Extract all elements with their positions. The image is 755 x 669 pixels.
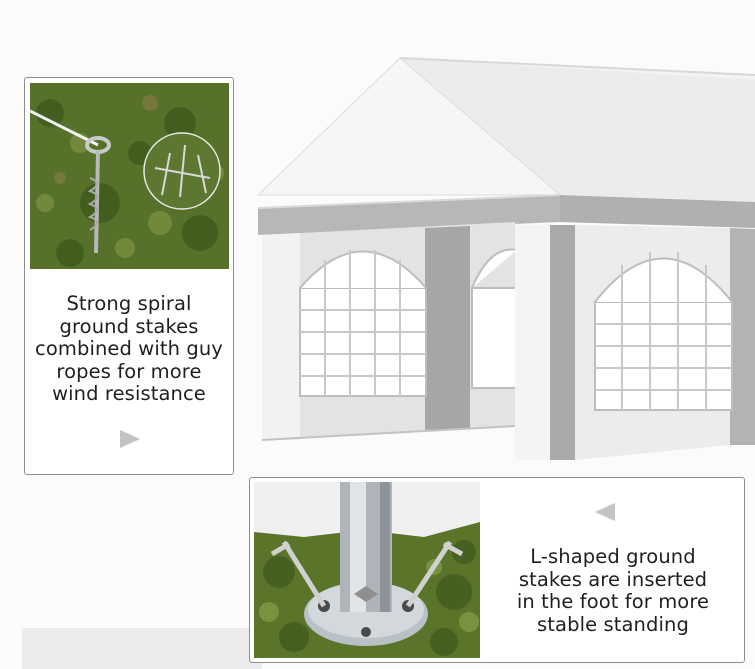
l-stakes-callout: L-shaped ground stakes are inserted in t…: [249, 477, 745, 663]
spiral-stakes-caption: Strong spiral ground stakes combined wit…: [35, 292, 223, 405]
l-stake-photo: [254, 482, 480, 658]
spiral-stake-photo: [30, 83, 229, 269]
spiral-stakes-callout: Strong spiral ground stakes combined wit…: [24, 77, 234, 475]
l-stakes-caption: L-shaped ground stakes are inserted in t…: [516, 545, 710, 636]
arrow-left-icon: [595, 503, 615, 521]
bottom-strip: [22, 628, 262, 669]
arrow-right-icon: [120, 430, 140, 448]
tent-image: [240, 40, 755, 480]
